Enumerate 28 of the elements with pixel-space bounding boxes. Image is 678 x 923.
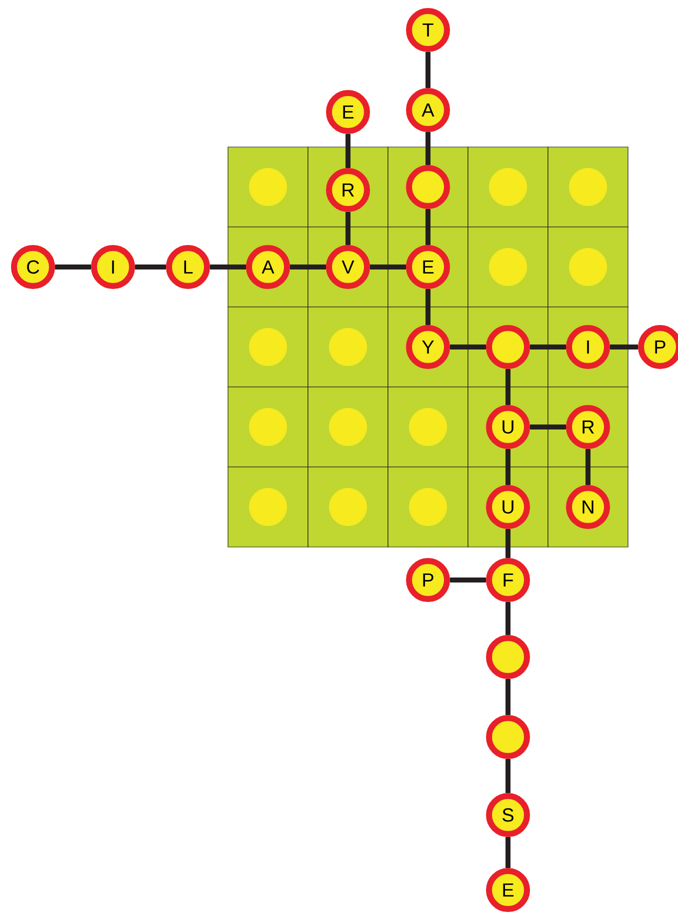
connector-line <box>55 264 91 270</box>
empty-circle <box>486 325 530 369</box>
connector-line <box>530 344 566 350</box>
connector-line <box>346 134 350 168</box>
connector-line <box>426 132 430 165</box>
connector-line <box>290 264 326 270</box>
empty-circle <box>486 715 530 759</box>
connector-line <box>506 529 510 558</box>
empty-circle <box>486 635 530 679</box>
connector-line <box>370 264 406 270</box>
connector-line <box>506 449 510 485</box>
connector-line <box>426 52 430 88</box>
connector-line <box>506 759 510 793</box>
connector-line <box>610 344 638 350</box>
connector-line <box>530 424 566 430</box>
connector-line <box>210 264 246 270</box>
connector-line <box>450 344 486 350</box>
connector-line <box>586 449 590 485</box>
connector-line <box>506 837 510 868</box>
connector-line <box>506 602 510 635</box>
connector-line <box>426 289 430 325</box>
connector-line <box>135 264 166 270</box>
empty-circle <box>406 165 450 209</box>
connector-line <box>506 369 510 405</box>
connector-line <box>346 212 350 245</box>
connector-line <box>426 209 430 245</box>
connector-line <box>506 679 510 715</box>
connector-line <box>450 578 486 582</box>
